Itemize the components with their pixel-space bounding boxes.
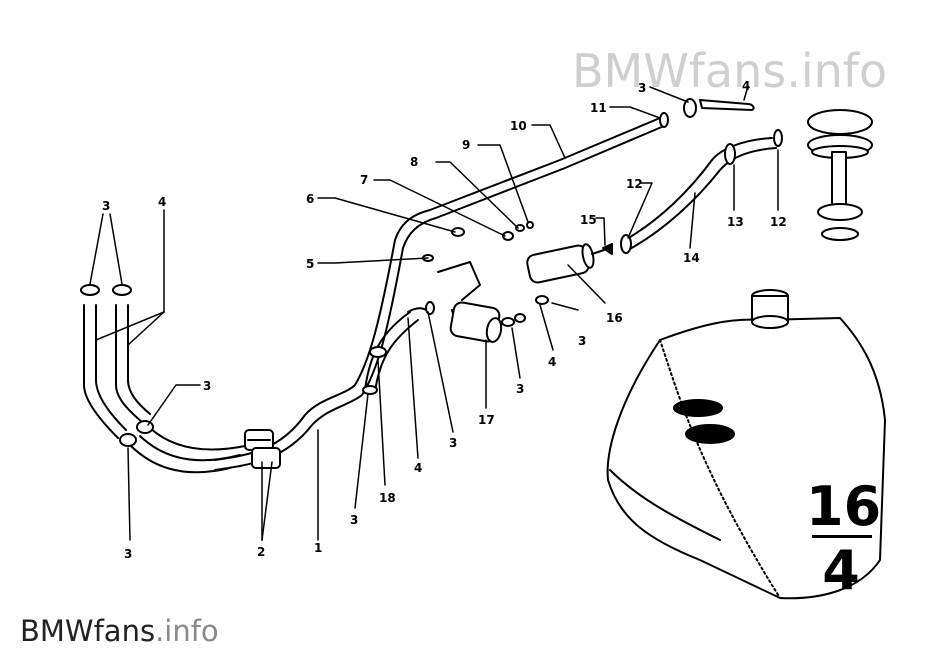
callout-12-a: 12 <box>626 177 643 191</box>
callout-15: 15 <box>580 213 597 227</box>
fuel-pump-16 <box>526 243 605 284</box>
callout-6: 6 <box>306 192 314 206</box>
small-parts <box>422 221 613 327</box>
callout-17: 17 <box>478 413 495 427</box>
callout-3-left-top: 3 <box>102 199 110 213</box>
hose-clamps-14 <box>620 129 783 254</box>
callout-4-top: 4 <box>742 79 750 93</box>
callout-14: 14 <box>683 251 700 265</box>
group-divider <box>812 535 872 538</box>
callout-11: 11 <box>590 101 607 115</box>
callout-labels: 10 9 8 7 6 5 3 4 11 12 12 13 14 15 16 17… <box>102 79 787 561</box>
callout-2: 2 <box>257 545 265 559</box>
callout-3-top: 3 <box>638 81 646 95</box>
fuel-hose-14 <box>624 137 777 251</box>
callout-4-left-top: 4 <box>158 195 166 209</box>
watermark-bottom-main: BMWfans <box>20 614 156 648</box>
callout-3-bottom-left: 3 <box>124 547 132 561</box>
hose-connector-2 <box>244 429 281 469</box>
callout-12-b: 12 <box>770 215 787 229</box>
callout-3-mid: 3 <box>449 436 457 450</box>
watermark-top: BMWfans.info <box>572 44 888 98</box>
callout-3-right: 3 <box>578 334 586 348</box>
callout-3-under18: 3 <box>350 513 358 527</box>
callout-8: 8 <box>410 155 418 169</box>
left-fuel-tubes <box>83 304 246 474</box>
group-subnumber: 4 <box>822 539 860 602</box>
callout-18: 18 <box>379 491 396 505</box>
tank-sender-unit <box>807 109 873 241</box>
fuel-filter-17 <box>437 261 503 343</box>
watermark-bottom: BMWfans.info <box>20 614 219 648</box>
callout-7: 7 <box>360 173 368 187</box>
hose-clamps-left <box>80 284 154 447</box>
callout-16: 16 <box>606 311 623 325</box>
callout-4-right: 4 <box>548 355 556 369</box>
callout-leader-lines <box>89 85 779 541</box>
callout-3-under17: 3 <box>516 382 524 396</box>
hose-clamp-18 <box>362 346 387 395</box>
group-number: 16 <box>806 475 882 538</box>
callout-5: 5 <box>306 257 314 271</box>
callout-10: 10 <box>510 119 527 133</box>
fuel-tank <box>606 289 886 600</box>
return-hose-4-top <box>659 98 755 128</box>
callout-1: 1 <box>314 541 322 555</box>
callout-13: 13 <box>727 215 744 229</box>
callout-3-mid-left: 3 <box>203 379 211 393</box>
watermark-bottom-suffix: .info <box>155 614 219 648</box>
callout-4-mid: 4 <box>414 461 422 475</box>
callout-9: 9 <box>462 138 470 152</box>
